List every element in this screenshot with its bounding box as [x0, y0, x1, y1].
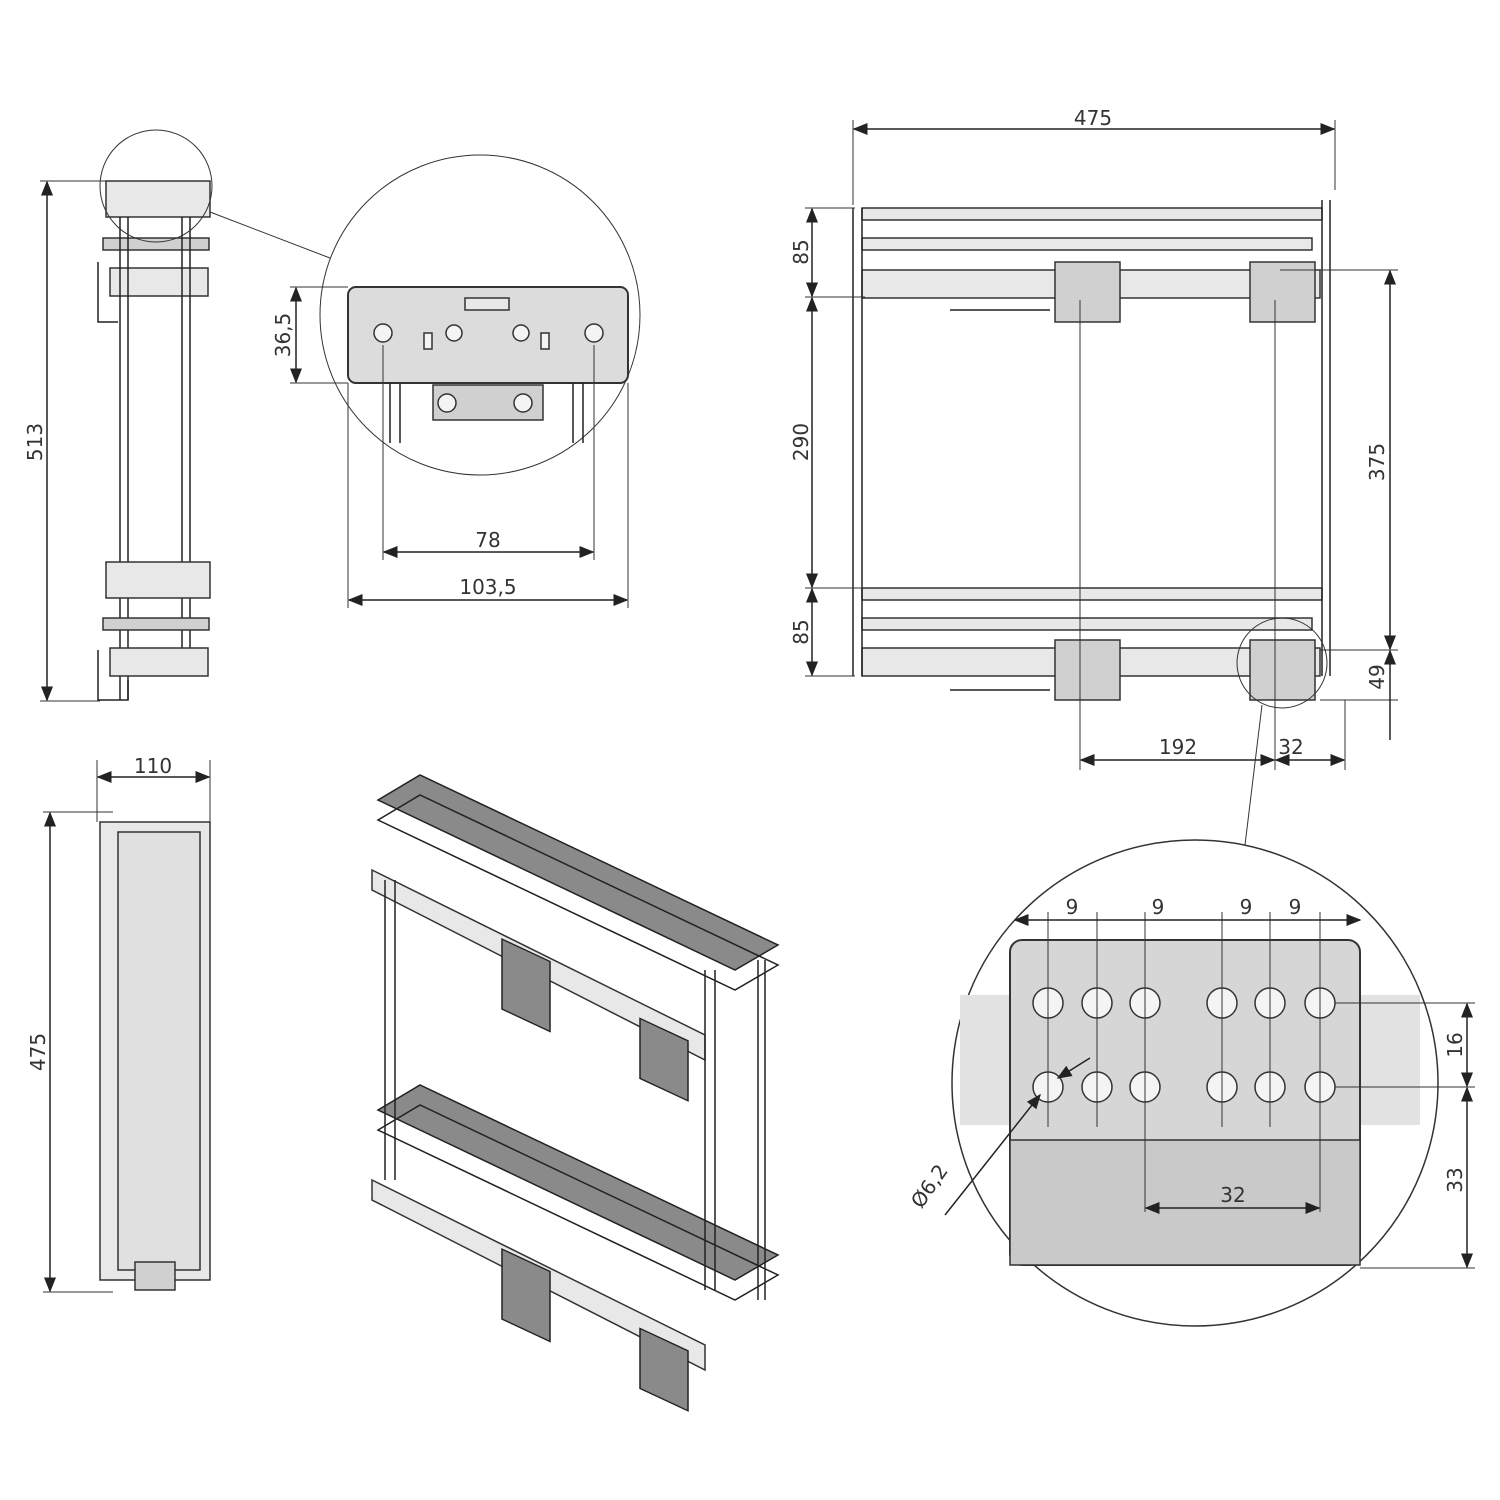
middle-gap-dimension: 290: [789, 423, 813, 461]
bracket-span-dimension: 375: [1365, 443, 1389, 481]
upper-front-bracket: [1054, 261, 1121, 323]
mounting-plate-top: [105, 180, 211, 218]
hole-pitch-3: 9: [1240, 895, 1253, 919]
plate-width-dimension: 103,5: [459, 575, 516, 599]
top-view: 110 475: [26, 754, 211, 1293]
bracket-detail: 9 9 9 9 16 33 32 Ø6,2: [906, 839, 1475, 1327]
bottom-offset-dimension: 49: [1365, 664, 1389, 689]
plate-height-dimension: 36,5: [271, 313, 295, 358]
group-spacing-dimension: 32: [1220, 1183, 1245, 1207]
upper-tray-dimension: 85: [789, 239, 813, 264]
hole-pitch-1: 9: [1066, 895, 1079, 919]
lower-rear-bracket: [1249, 639, 1316, 701]
mounting-plate-bottom: [105, 561, 211, 599]
lower-front-bracket: [1054, 639, 1121, 701]
hole-diameter-dimension: Ø6,2: [906, 1160, 953, 1213]
isometric-view: [371, 774, 780, 1412]
depth-dimension: 475: [26, 1033, 50, 1071]
hole-pitch-2: 9: [1152, 895, 1165, 919]
lower-tray-dimension: 85: [789, 619, 813, 644]
front-view: 513: [23, 129, 331, 702]
width-dimension: 110: [134, 754, 172, 778]
plate-detail: 36,5 78 103,5: [271, 154, 641, 608]
side-elevation: 475 85 290 85 375 49 192 32: [789, 106, 1398, 846]
height-dimension: 513: [23, 423, 47, 461]
bracket-end-dimension: 32: [1278, 735, 1303, 759]
overall-depth-dimension: 475: [1074, 106, 1112, 130]
bracket-bottom-dimension: 33: [1443, 1167, 1467, 1192]
upper-basket: [371, 774, 780, 1102]
upper-rear-bracket: [1249, 261, 1316, 323]
row-spacing-dimension: 16: [1443, 1032, 1467, 1057]
bracket-offset-dimension: 192: [1159, 735, 1197, 759]
lower-basket: [371, 1084, 780, 1412]
hole-pitch-4: 9: [1289, 895, 1302, 919]
hole-spacing-dimension: 78: [475, 528, 500, 552]
